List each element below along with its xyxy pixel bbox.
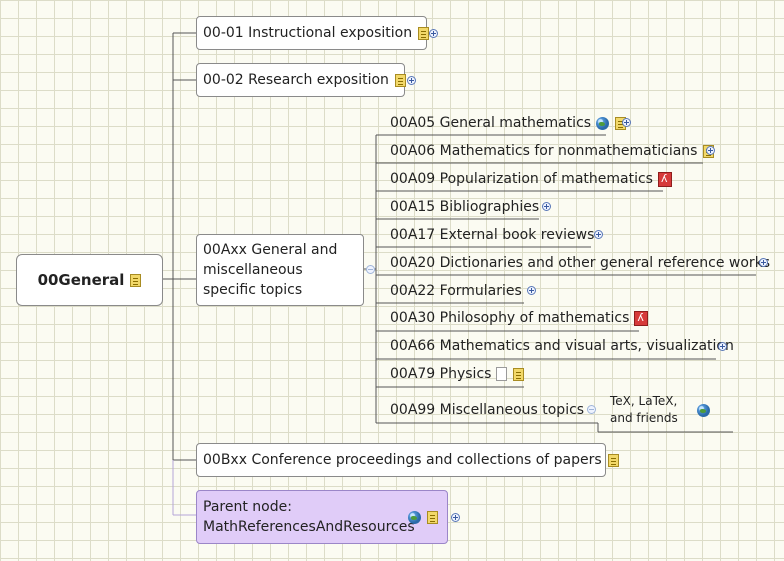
parent-node-label: Parent node: MathReferencesAndResources (203, 499, 415, 535)
globe-icon[interactable] (408, 510, 421, 524)
globe-icon[interactable] (697, 403, 710, 417)
root-node-label: 00General (37, 271, 125, 289)
leaf-00A20[interactable]: 00A20 Dictionaries and other general ref… (390, 253, 770, 273)
note-icon[interactable] (427, 510, 438, 524)
leaf-00A06[interactable]: 00A06 Mathematics for nonmathematicians (390, 141, 715, 161)
leaf-00A79[interactable]: 00A79 Physics (390, 364, 525, 384)
expand-icon[interactable] (759, 258, 768, 267)
leaf-00A99-label: 00A99 Miscellaneous topics (390, 402, 585, 418)
leaf-00A17[interactable]: 00A17 External book reviews (390, 225, 594, 245)
expand-icon[interactable] (706, 146, 715, 155)
node-00-02-label: 00-02 Research exposition (203, 72, 389, 88)
node-00Bxx[interactable]: 00Bxx Conference proceedings and collect… (196, 443, 619, 477)
root-node[interactable]: 00General (16, 254, 163, 306)
leaf-00A22-label: 00A22 Formularies (390, 283, 522, 299)
expand-icon[interactable] (594, 230, 603, 239)
node-00Bxx-label: 00Bxx Conference proceedings and collect… (203, 452, 602, 468)
leaf-00A05[interactable]: 00A05 General mathematics (390, 113, 627, 133)
collapse-icon[interactable] (366, 265, 375, 274)
node-00Axx[interactable]: 00Axx General and miscellaneous specific… (196, 234, 364, 306)
document-icon[interactable] (496, 367, 508, 381)
parent-node[interactable]: Parent node: MathReferencesAndResources (196, 490, 448, 544)
note-icon[interactable] (607, 453, 619, 467)
pdf-icon[interactable] (657, 171, 672, 187)
collapse-icon[interactable] (587, 405, 596, 414)
expand-icon[interactable] (542, 202, 551, 211)
leaf-tex-label: TeX, LaTeX, and friends (610, 394, 678, 425)
leaf-00A05-label: 00A05 General mathematics (390, 115, 592, 131)
expand-icon[interactable] (527, 286, 536, 295)
leaf-00A30-label: 00A30 Philosophy of mathematics (390, 310, 630, 326)
note-icon[interactable] (513, 367, 525, 381)
leaf-00A09[interactable]: 00A09 Popularization of mathematics (390, 169, 672, 189)
node-00-01-label: 00-01 Instructional exposition (203, 25, 413, 41)
leaf-00A09-label: 00A09 Popularization of mathematics (390, 171, 653, 187)
pdf-icon[interactable] (634, 310, 649, 326)
node-00-01[interactable]: 00-01 Instructional exposition (196, 16, 430, 50)
node-00-02[interactable]: 00-02 Research exposition (196, 63, 406, 97)
leaf-00A30[interactable]: 00A30 Philosophy of mathematics (390, 308, 649, 328)
leaf-tex[interactable]: TeX, LaTeX, and friends (610, 392, 710, 428)
expand-icon[interactable] (429, 29, 438, 38)
leaf-00A66-label: 00A66 Mathematics and visual arts, visua… (390, 338, 734, 354)
leaf-00A66[interactable]: 00A66 Mathematics and visual arts, visua… (390, 336, 734, 356)
leaf-00A22[interactable]: 00A22 Formularies (390, 281, 522, 301)
node-00Axx-label: 00Axx General and miscellaneous specific… (203, 242, 338, 298)
note-icon[interactable] (394, 73, 406, 87)
note-icon[interactable] (418, 26, 430, 40)
expand-icon[interactable] (718, 342, 727, 351)
leaf-00A79-label: 00A79 Physics (390, 366, 492, 382)
leaf-00A20-label: 00A20 Dictionaries and other general ref… (390, 255, 771, 271)
expand-icon[interactable] (622, 118, 631, 127)
expand-icon[interactable] (451, 513, 460, 522)
leaf-00A15[interactable]: 00A15 Bibliographies (390, 197, 539, 217)
leaf-00A06-label: 00A06 Mathematics for nonmathematicians (390, 143, 698, 159)
expand-icon[interactable] (407, 76, 416, 85)
globe-icon[interactable] (596, 116, 610, 130)
leaf-00A17-label: 00A17 External book reviews (390, 227, 595, 243)
leaf-00A99[interactable]: 00A99 Miscellaneous topics (390, 400, 584, 420)
leaf-00A15-label: 00A15 Bibliographies (390, 199, 540, 215)
note-icon[interactable] (130, 273, 142, 287)
